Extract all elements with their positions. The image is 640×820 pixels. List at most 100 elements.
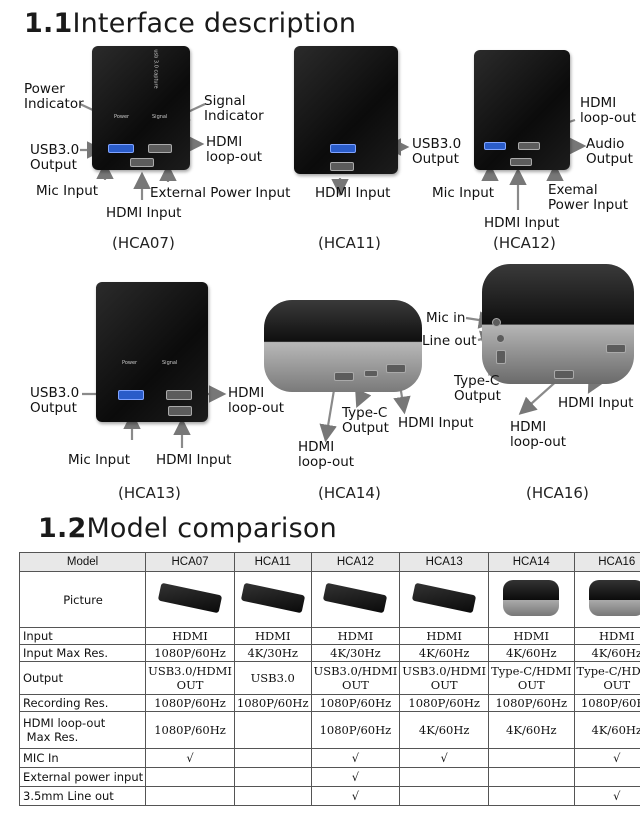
table-cell: √	[310, 767, 401, 787]
box-device-thumbnail	[240, 582, 305, 614]
label-hdmi-input: HDMI Input	[558, 395, 634, 411]
label-mic-input: Mic Input	[432, 185, 495, 201]
usb-port	[484, 142, 506, 150]
section-heading: Interface description	[72, 8, 357, 39]
device-thumbnail-cell	[310, 571, 401, 628]
table-cell: 4K/60Hz	[488, 711, 575, 749]
device-signal-print: Signal	[152, 114, 168, 120]
table-cell: 1080P/60Hz	[488, 694, 575, 712]
box-device-thumbnail	[323, 582, 388, 614]
label-hdmi-loop: HDMI loop-out	[228, 385, 285, 416]
label-hdmi-loop: HDMI loop-out	[298, 439, 355, 470]
device-hca13: Power Signal	[96, 282, 208, 422]
label-hdmi-loop: HDMI loop-out	[510, 419, 567, 450]
table-cell: Type-C/HDMI OUT	[488, 661, 575, 695]
table-cell: 1080P/60Hz	[145, 711, 235, 749]
device-hca07: usb 3.0 capture Power Signal	[92, 46, 190, 170]
caption-hca14: (HCA14)	[318, 484, 381, 502]
table-cell	[233, 786, 312, 806]
label-hdmi-input: HDMI Input	[156, 452, 232, 468]
pad-device-thumbnail	[588, 580, 640, 616]
label-power-indicator: Power Indicator	[24, 81, 84, 112]
header-model-name: HCA13	[399, 552, 490, 572]
row-label: 3.5mm Line out	[18, 786, 147, 806]
device-thumbnail-cell	[488, 571, 575, 628]
row-label: Output	[18, 661, 147, 695]
usb-port	[108, 144, 134, 153]
hdmi-input-port	[510, 158, 532, 166]
hdmi-loop-port	[166, 390, 192, 400]
hdmi-input-port	[386, 364, 406, 373]
label-usb-output: USB3.0 Output	[30, 385, 80, 416]
table-cell: 4K/30Hz	[310, 644, 401, 662]
table-cell	[233, 711, 312, 749]
table-row: MIC In√√√√	[18, 748, 640, 768]
label-mic-input: Mic Input	[68, 452, 131, 468]
table-row: External power input √	[18, 767, 640, 787]
hdmi-loop-port	[148, 144, 172, 153]
device-hca14	[264, 300, 422, 392]
caption-hca07: (HCA07)	[112, 234, 175, 252]
header-model: Model	[18, 552, 147, 572]
table-cell: 1080P/60Hz	[145, 694, 235, 712]
label-usb-output: USB3.0 Output	[412, 136, 462, 167]
header-model-name: HCA14	[488, 552, 575, 572]
device-hca12	[474, 50, 570, 170]
hdmi-input-port	[130, 158, 154, 167]
hdmi-loop-port	[554, 370, 574, 379]
section-number: 1.2	[38, 513, 87, 544]
device-thumbnail-cell	[573, 571, 640, 628]
table-cell: √	[145, 748, 235, 768]
table-cell: 1080P/60Hz	[233, 694, 312, 712]
table-cell	[145, 767, 235, 787]
table-cell: 4K/60Hz	[399, 644, 490, 662]
label-hdmi-input: HDMI Input	[106, 205, 182, 221]
header-model-name: HCA12	[310, 552, 401, 572]
table-cell: √	[573, 786, 640, 806]
hdmi-input-port	[330, 162, 354, 171]
device-power-print: Power	[114, 114, 130, 120]
section-title-interface: 1.1Interface description	[24, 8, 356, 39]
table-cell: 1080P/60Hz	[399, 694, 490, 712]
table-cell: 1080P/60Hz	[145, 644, 235, 662]
table-cell: HDMI	[488, 627, 575, 645]
usb-port	[118, 390, 144, 400]
table-cell	[488, 767, 575, 787]
table-row: 3.5mm Line out√√	[18, 786, 640, 806]
caption-hca13: (HCA13)	[118, 484, 181, 502]
pad-device-thumbnail	[503, 580, 560, 616]
box-device-thumbnail	[411, 582, 477, 614]
label-hdmi-loop: HDMI loop-out	[580, 95, 637, 126]
table-cell: HDMI	[399, 627, 490, 645]
mic-port	[492, 318, 501, 327]
table-cell: 4K/60Hz	[488, 644, 575, 662]
typec-port	[496, 350, 506, 364]
device-hca11	[294, 46, 398, 174]
label-signal-indicator: Signal Indicator	[204, 93, 264, 124]
table-cell: 1080P/60Hz	[310, 694, 401, 712]
device-power-print: Power	[122, 360, 138, 366]
label-typec-output: Type-C Output	[454, 373, 501, 404]
section-heading: Model comparison	[86, 513, 337, 544]
label-usb-output: USB3.0 Output	[30, 142, 80, 173]
row-label: External power input	[18, 767, 147, 787]
label-audio-output: Audio Output	[586, 136, 633, 167]
label-mic-input: Mic Input	[36, 183, 99, 199]
caption-hca12: (HCA12)	[493, 234, 556, 252]
table-cell: 1080P/60Hz	[310, 711, 401, 749]
table-cell: HDMI	[573, 627, 640, 645]
table-cell	[399, 786, 490, 806]
label-line-out: Line out	[422, 333, 477, 349]
table-cell	[399, 767, 490, 787]
section-title-comparison: 1.2Model comparison	[38, 513, 337, 544]
row-label: Input	[18, 627, 147, 645]
table-cell: USB3.0/HDMI OUT	[145, 661, 235, 695]
table-cell: 4K/60Hz	[573, 644, 640, 662]
row-label: Input Max Res.	[18, 644, 147, 662]
table-cell: 1080P/60Hz	[573, 694, 640, 712]
